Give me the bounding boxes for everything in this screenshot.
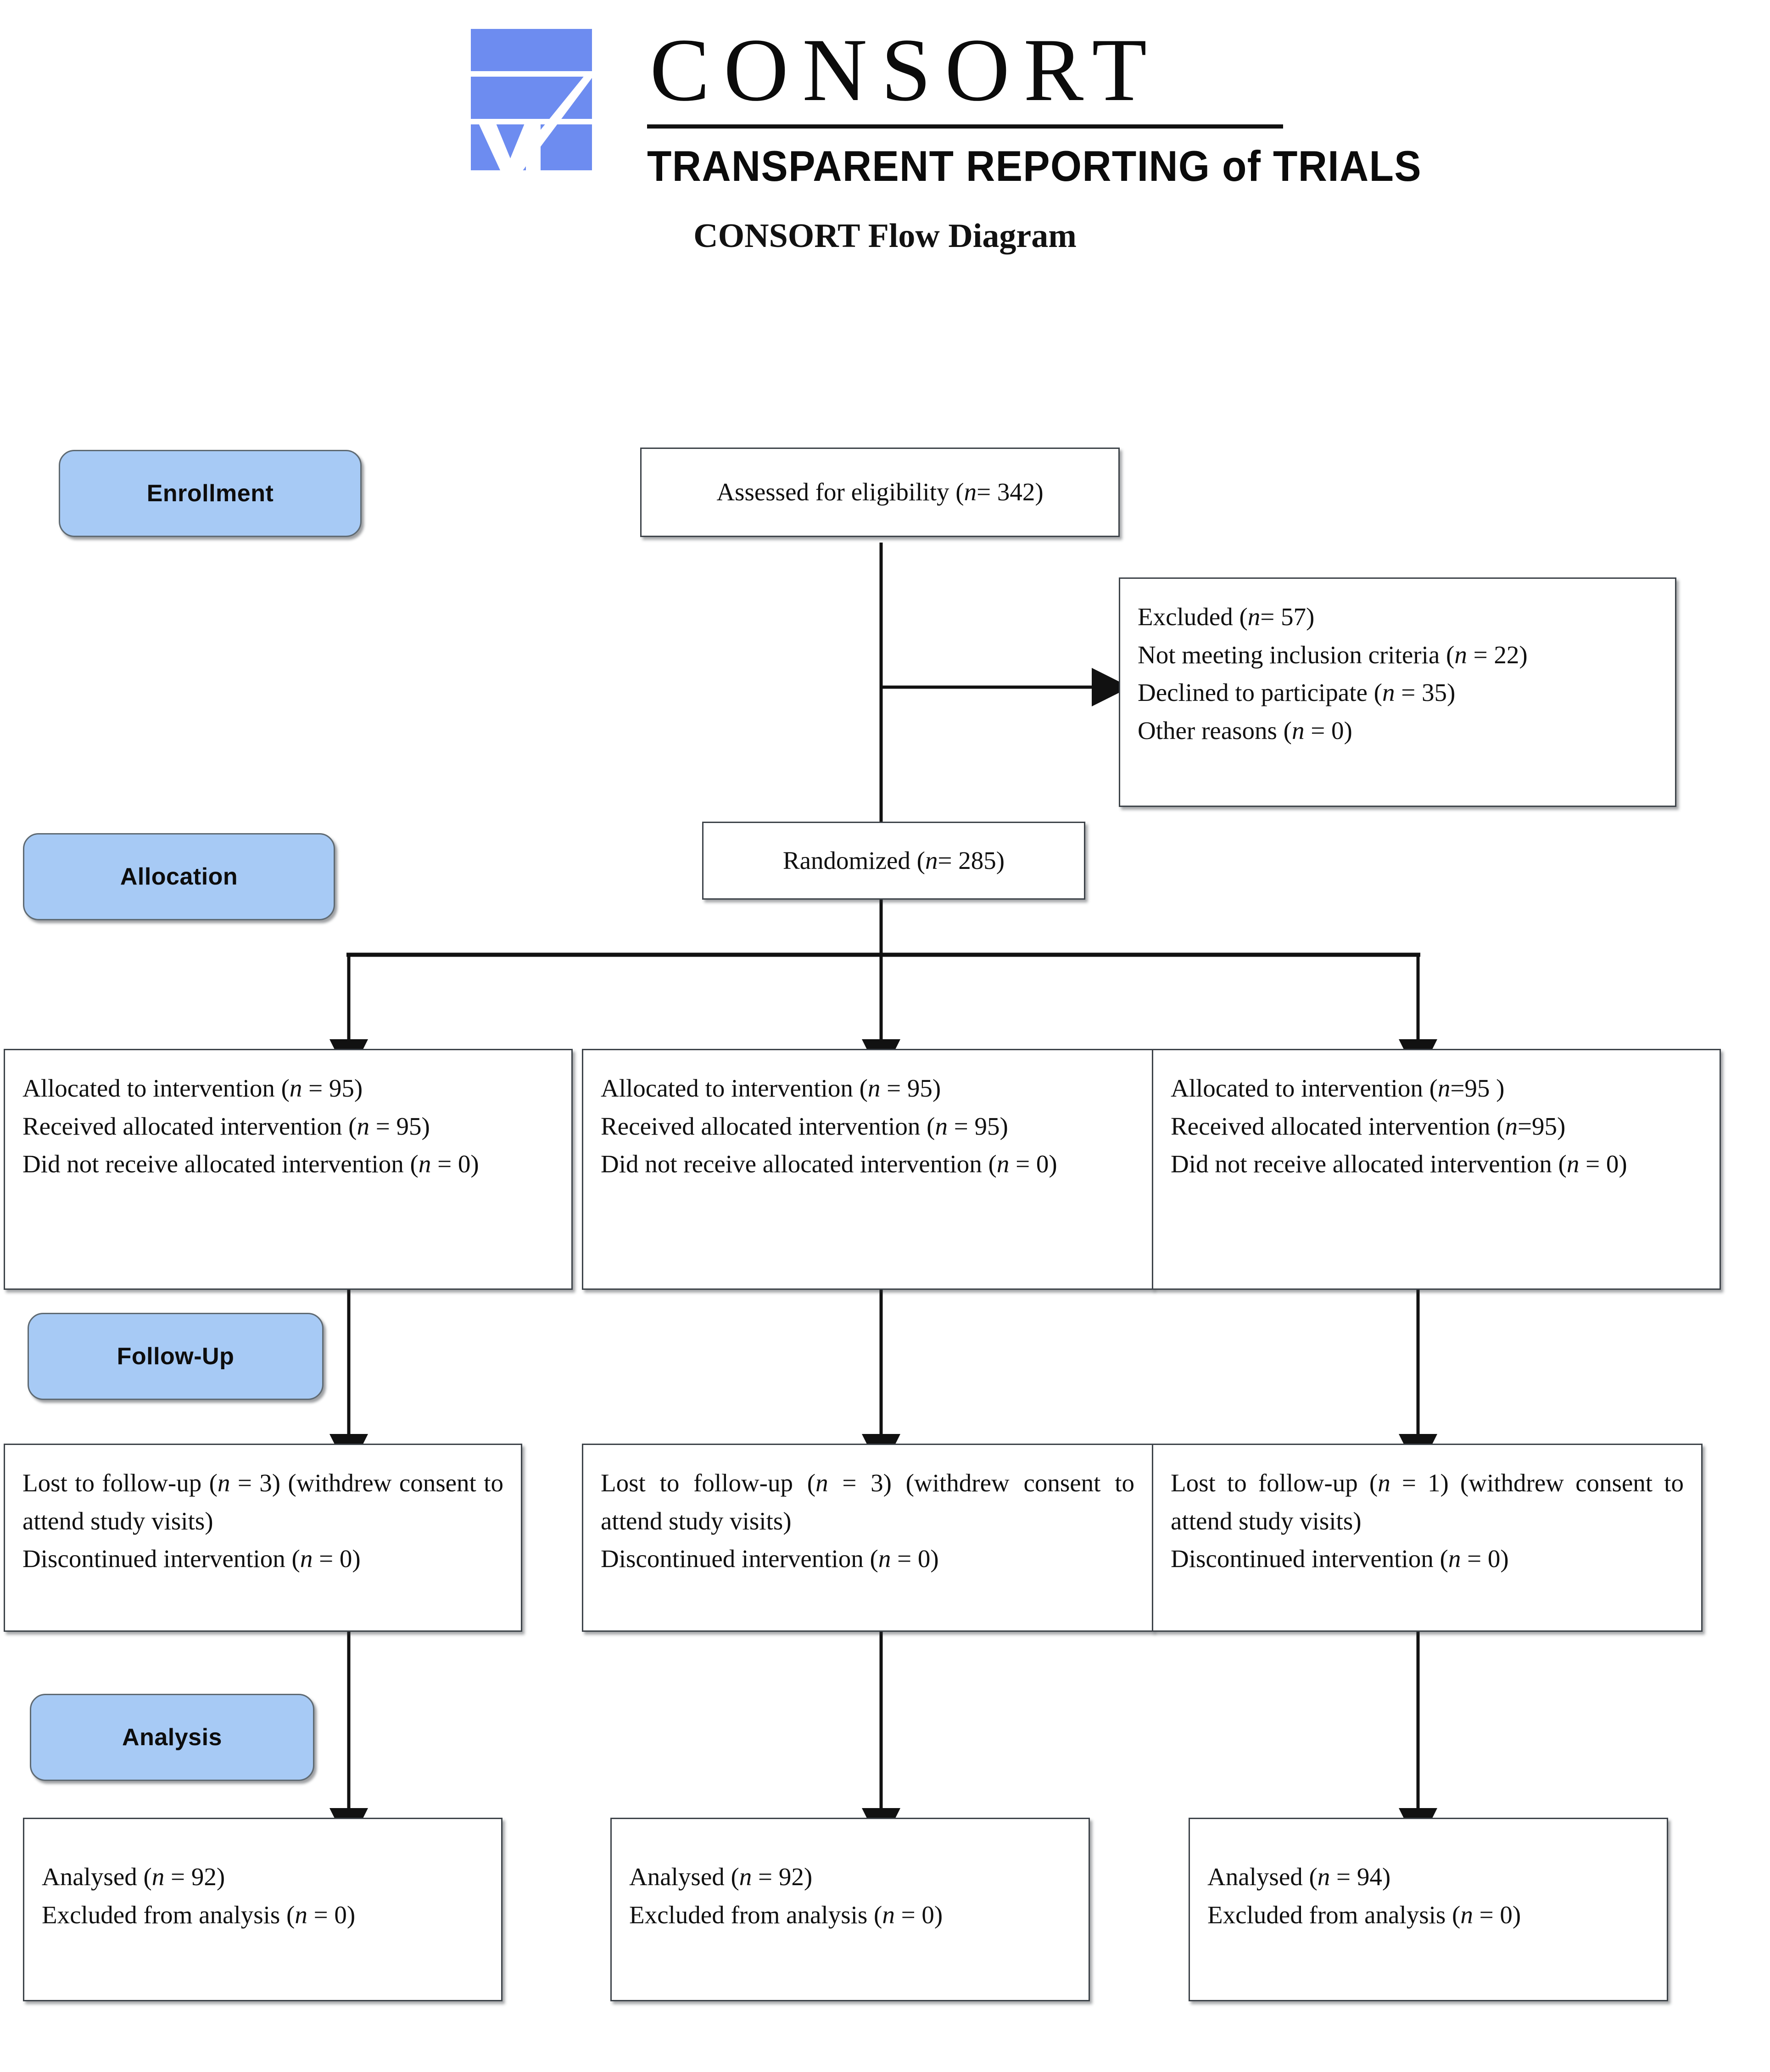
allocation-line-3: Did not receive allocated intervention (… [1171,1150,1627,1178]
stage-badge-allocation[interactable]: Allocation [23,833,335,920]
randomized-text: Randomized (n= 285) [782,846,1005,874]
box-analysis-arm-1: Analysed (n = 92) Excluded from analysis… [23,1818,503,2001]
analysis-line-1: Analysed (n = 92) [42,1863,225,1891]
followup-line-2: Discontinued intervention (n = 0) [601,1545,939,1573]
box-followup-arm-3: Lost to follow-up (n = 1) (withdrew cons… [1152,1444,1703,1632]
consort-wordmark: CONSORT TRANSPARENT REPORTING of TRIALS [647,20,1421,200]
allocation-line-2: Received allocated intervention (n=95) [1171,1112,1566,1140]
box-analysis-arm-2: Analysed (n = 92) Excluded from analysis… [610,1818,1090,2001]
page-title: CONSORT Flow Diagram [693,217,1077,255]
allocation-line-3: Did not receive allocated intervention (… [22,1150,479,1178]
box-followup-arm-1: Lost to follow-up (n = 3) (withdrew cons… [4,1444,522,1632]
consort-logo: CONSORT TRANSPARENT REPORTING of TRIALS [468,20,1421,200]
box-excluded: Excluded (n= 57) Not meeting inclusion c… [1119,577,1676,807]
wordmark-rule [647,124,1283,129]
box-followup-arm-2: Lost to follow-up (n = 3) (withdrew cons… [582,1444,1153,1632]
followup-line-1: Lost to follow-up (n = 3) (withdrew cons… [601,1469,1134,1535]
followup-line-1: Lost to follow-up (n = 3) (withdrew cons… [22,1469,503,1535]
allocation-line-1: Allocated to intervention (n=95 ) [1171,1074,1505,1102]
box-randomized: Randomized (n= 285) [702,822,1085,900]
allocation-line-2: Received allocated intervention (n = 95) [601,1112,1008,1140]
allocation-line-3: Did not receive allocated intervention (… [601,1150,1057,1178]
stage-label-enrollment: Enrollment [146,480,274,507]
excluded-line-1: Excluded (n= 57) [1138,603,1315,631]
assessed-text: Assessed for eligibility (n= 342) [716,478,1044,506]
analysis-line-1: Analysed (n = 94) [1207,1863,1391,1891]
analysis-line-2: Excluded from analysis (n = 0) [629,1900,943,1929]
analysis-line-1: Analysed (n = 92) [629,1863,813,1891]
box-allocation-arm-2: Allocated to intervention (n = 95) Recei… [582,1049,1153,1290]
box-assessed-for-eligibility: Assessed for eligibility (n= 342) [640,448,1120,537]
stage-badge-followup[interactable]: Follow-Up [28,1313,324,1400]
analysis-line-2: Excluded from analysis (n = 0) [42,1900,356,1929]
box-allocation-arm-3: Allocated to intervention (n=95 ) Receiv… [1152,1049,1721,1290]
header: CONSORT TRANSPARENT REPORTING of TRIALS … [0,0,1770,285]
followup-line-1: Lost to follow-up (n = 1) (withdrew cons… [1171,1469,1684,1535]
analysis-line-2: Excluded from analysis (n = 0) [1207,1900,1521,1929]
followup-line-2: Discontinued intervention (n = 0) [1171,1545,1509,1573]
stage-label-analysis: Analysis [122,1724,222,1751]
stage-label-allocation: Allocation [120,863,238,890]
excluded-line-4: Other reasons (n = 0) [1138,716,1352,745]
excluded-line-3: Declined to participate (n = 35) [1138,678,1456,706]
allocation-line-1: Allocated to intervention (n = 95) [601,1074,941,1102]
stage-badge-enrollment[interactable]: Enrollment [59,450,362,537]
stage-badge-analysis[interactable]: Analysis [30,1694,314,1781]
followup-line-2: Discontinued intervention (n = 0) [22,1545,361,1573]
consort-logo-mark [471,29,594,182]
consort-wordmark-text: CONSORT [650,20,1161,120]
stage-label-followup: Follow-Up [117,1343,235,1370]
excluded-line-2: Not meeting inclusion criteria (n = 22) [1138,640,1528,669]
box-analysis-arm-3: Analysed (n = 94) Excluded from analysis… [1189,1818,1668,2001]
allocation-line-1: Allocated to intervention (n = 95) [22,1074,363,1102]
allocation-line-2: Received allocated intervention (n = 95) [22,1112,430,1140]
box-allocation-arm-1: Allocated to intervention (n = 95) Recei… [4,1049,573,1290]
